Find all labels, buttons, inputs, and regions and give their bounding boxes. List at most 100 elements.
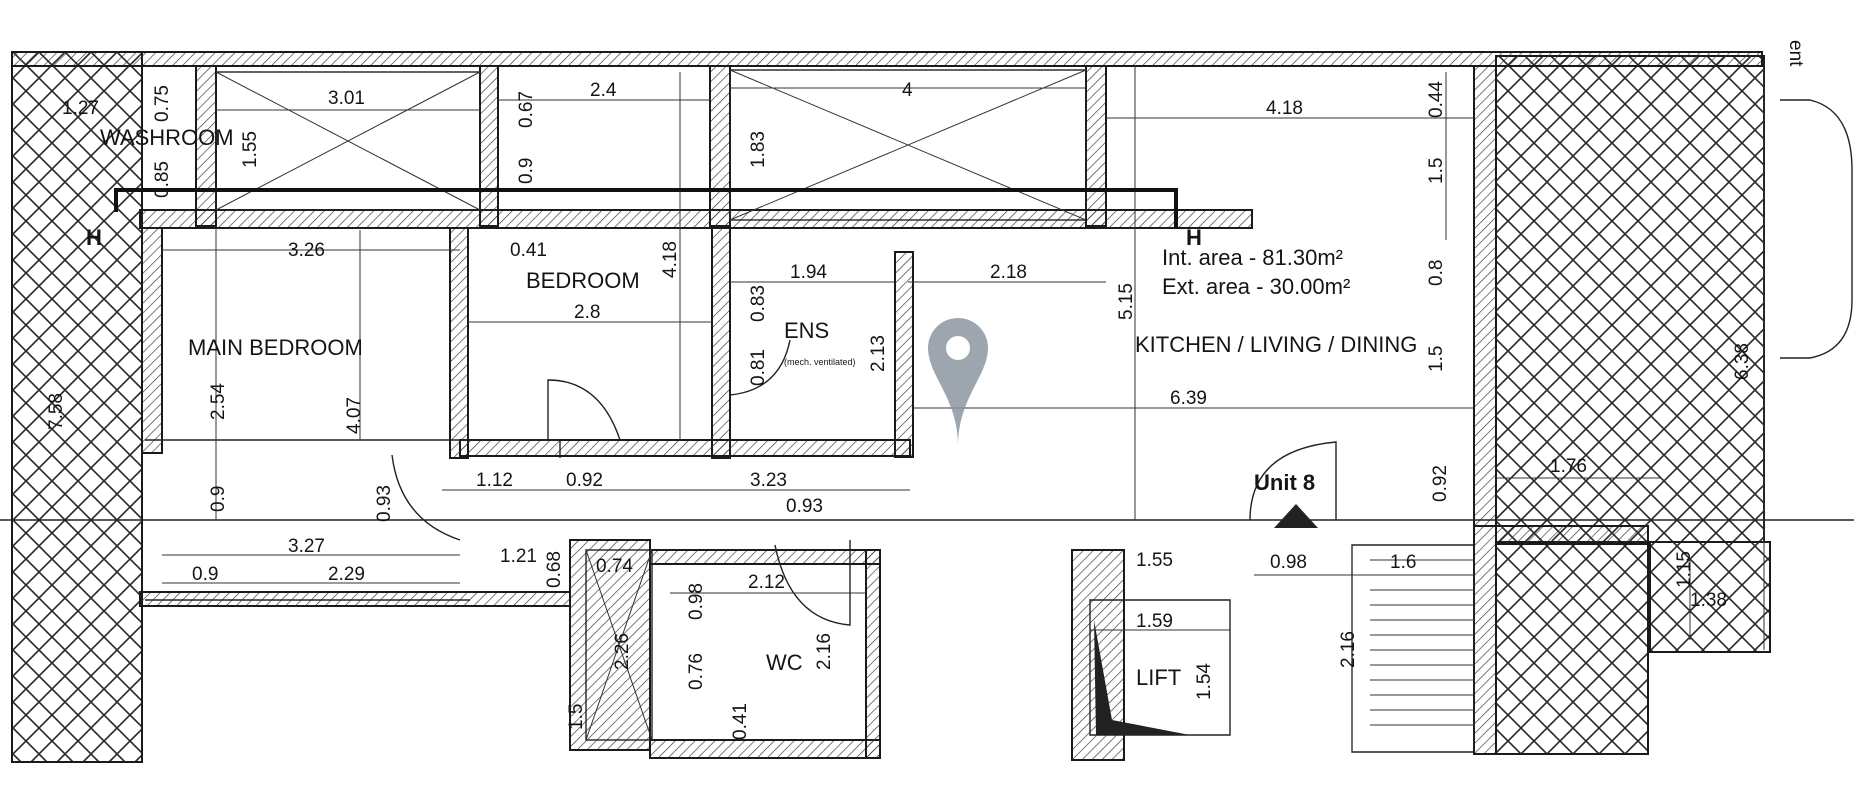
dim-1-27: 1.27 xyxy=(62,98,99,119)
dim-2-13: 2.13 xyxy=(868,335,889,372)
dim-2-8: 2.8 xyxy=(574,302,600,323)
dim-0-67: 0.67 xyxy=(516,91,537,128)
dim-2-12: 2.12 xyxy=(748,572,785,593)
dim-0-93-a: 0.93 xyxy=(786,496,823,517)
void2-wall xyxy=(709,65,731,227)
stair-outline xyxy=(1351,544,1475,753)
dim-6-38: 6.38 xyxy=(1732,343,1753,380)
dim-1-55: 1.55 xyxy=(240,131,261,168)
dim-0-92-b: 0.92 xyxy=(1430,465,1451,502)
dim-2-18: 2.18 xyxy=(990,262,1027,283)
room-label-wc: WC xyxy=(766,650,803,675)
location-pin-icon xyxy=(928,318,988,446)
room-label-ens-note: (mech. ventilated) xyxy=(784,357,856,367)
kitchen-door xyxy=(1249,441,1337,521)
wc-right-wall xyxy=(865,549,881,759)
ens-right-wall xyxy=(894,251,914,458)
unit-label: Unit 8 xyxy=(1254,470,1315,495)
dim-1-15: 1.15 xyxy=(1674,551,1695,588)
dim-7-58: 7.58 xyxy=(46,393,67,430)
room-label-main-bedroom: MAIN BEDROOM xyxy=(188,335,363,360)
dim-2-26: 2.26 xyxy=(612,633,633,670)
dim-4: 4 xyxy=(902,80,913,101)
top-wall xyxy=(11,51,1763,67)
lift-box xyxy=(1089,599,1231,736)
dim-2-16-b: 2.16 xyxy=(1338,631,1359,668)
h-marker-right: H xyxy=(1186,225,1202,250)
dim-0-8: 0.8 xyxy=(1426,260,1447,286)
dim-0-92-a: 0.92 xyxy=(566,470,603,491)
bottom-wall xyxy=(139,591,571,607)
dim-0-41-a: 0.41 xyxy=(510,240,547,261)
dim-3-23: 3.23 xyxy=(750,470,787,491)
dim-0-41-b: 0.41 xyxy=(730,703,751,740)
void-1 xyxy=(215,71,481,211)
dim-0-85: 0.85 xyxy=(152,161,173,198)
right-terrace-strip xyxy=(1649,541,1771,653)
dim-0-76: 0.76 xyxy=(686,653,707,690)
dim-0-81: 0.81 xyxy=(748,349,769,386)
dim-3-01: 3.01 xyxy=(328,88,365,109)
h-marker-left-icon xyxy=(114,188,1178,228)
room-label-bedroom: BEDROOM xyxy=(526,268,640,293)
external-area: Ext. area - 30.00m² xyxy=(1162,274,1350,299)
internal-area: Int. area - 81.30m² xyxy=(1162,245,1343,270)
dim-0-9-c: 0.9 xyxy=(192,564,218,585)
dim-0-83: 0.83 xyxy=(748,285,769,322)
dim-1-5-c: 1.5 xyxy=(566,704,587,730)
room-label-lift: LIFT xyxy=(1136,665,1181,690)
balcony-bay xyxy=(1780,99,1853,359)
room-label-ens: ENS xyxy=(784,318,829,343)
room-label-washroom: WASHROOM xyxy=(100,125,234,150)
dim-2-4: 2.4 xyxy=(590,80,617,101)
dim-0-44: 0.44 xyxy=(1426,81,1447,118)
unit-triangle-icon xyxy=(1274,504,1318,528)
wc-bottom-wall xyxy=(649,739,881,759)
dim-1-21: 1.21 xyxy=(500,546,537,567)
right-terrace-lower xyxy=(1495,541,1649,755)
dim-4-18-bed: 4.18 xyxy=(660,241,681,278)
right-terrace-upper xyxy=(1495,55,1765,543)
main-bedroom-left-wall xyxy=(141,227,163,454)
dim-2-29: 2.29 xyxy=(328,564,365,585)
dim-6-39: 6.39 xyxy=(1170,388,1207,409)
dim-1-94: 1.94 xyxy=(790,262,827,283)
bedroom-right-wall xyxy=(449,227,469,459)
dim-1-83: 1.83 xyxy=(748,131,769,168)
dim-4-07: 4.07 xyxy=(344,397,365,434)
dim-0-9-b: 0.9 xyxy=(208,486,229,512)
duct-void xyxy=(585,549,653,741)
h-marker-left: H xyxy=(86,225,102,250)
dim-0-93-b: 0.93 xyxy=(374,485,395,522)
dim-3-27: 3.27 xyxy=(288,536,325,557)
dim-1-12: 1.12 xyxy=(476,470,513,491)
dim-1-5-a: 1.5 xyxy=(1426,158,1447,184)
dim-1-55-b: 1.55 xyxy=(1136,550,1173,571)
stair-treads xyxy=(1370,559,1474,726)
dim-1-6: 1.6 xyxy=(1390,552,1416,573)
dim-1-76: 1.76 xyxy=(1550,456,1587,477)
void-2 xyxy=(729,69,1087,221)
bedroom-corridor xyxy=(145,439,561,601)
void2-right-wall xyxy=(1085,65,1107,227)
wc-door xyxy=(774,540,851,626)
lift-mark xyxy=(1094,620,1190,735)
right-box-wall xyxy=(1495,525,1649,545)
dim-0-68: 0.68 xyxy=(544,551,565,588)
mid-wall xyxy=(139,209,1253,229)
dim-0-98-a: 0.98 xyxy=(1270,552,1307,573)
left-terrace xyxy=(11,51,143,763)
edge-text: ent xyxy=(1785,40,1806,67)
dim-0-75: 0.75 xyxy=(152,85,173,122)
dim-0-9-a: 0.9 xyxy=(516,158,537,184)
kitchen-right-wall xyxy=(1473,65,1497,527)
duct-wall xyxy=(569,539,651,751)
dim-1-59: 1.59 xyxy=(1136,611,1173,632)
dim-1-5-b: 1.5 xyxy=(1426,346,1447,372)
corridor-wall xyxy=(459,439,911,457)
dim-1-38: 1.38 xyxy=(1690,590,1727,611)
dim-2-16-a: 2.16 xyxy=(814,633,835,670)
stair-wall xyxy=(1473,525,1497,755)
dim-1-54: 1.54 xyxy=(1194,663,1215,700)
